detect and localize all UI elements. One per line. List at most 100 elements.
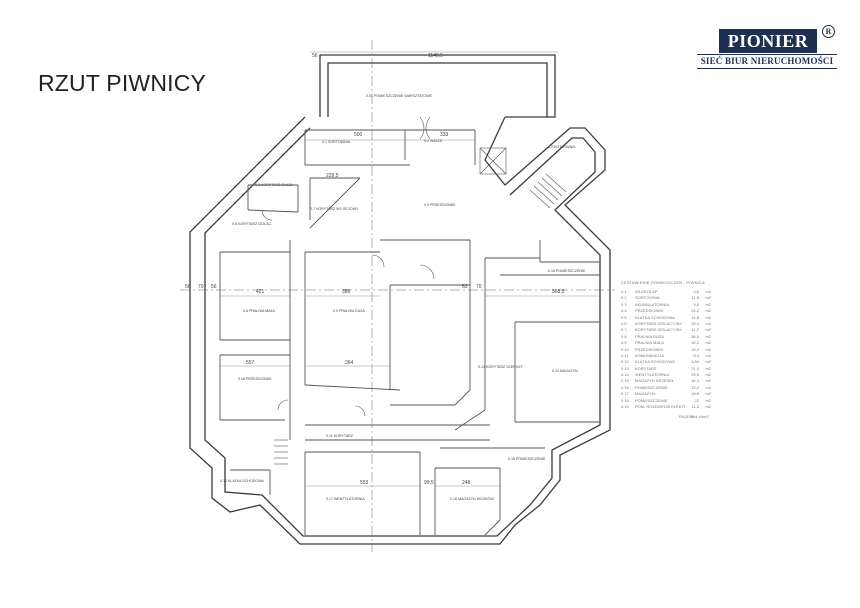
- outer-walls: [189, 54, 611, 545]
- legend-area-unit: m2: [705, 289, 711, 294]
- legend-room-area: 18,3: [691, 346, 699, 352]
- room-label: 0.5 PRZEDSIONEK: [424, 203, 456, 207]
- legend-room-area: 18,6: [691, 391, 699, 397]
- interior-walls: [219, 129, 600, 536]
- legend-room-name: KLATKA SCHODOWA: [635, 314, 675, 320]
- legend-room-number: 0.10: [621, 346, 629, 352]
- room-label: 0.7 KORYTARZ WYJŚCIOWY: [310, 206, 359, 211]
- legend-room-area: 21,4: [691, 365, 699, 371]
- legend-area-unit: m2: [705, 372, 711, 378]
- legend-total-label: RAZEM: [679, 414, 693, 420]
- legend-room-number: 0.17: [621, 391, 629, 397]
- registered-mark-icon: R: [822, 25, 835, 38]
- dim-label: 364: [345, 360, 354, 366]
- legend-room-area: 6,4: [693, 352, 699, 358]
- room-label: 0.15 POMIESZCZENIE: [508, 457, 546, 461]
- legend-room-area: 5,9: [693, 301, 699, 307]
- page-title: RZUT PIWNICY: [38, 70, 207, 96]
- legend-room-name: KLATKA SCHODOWA: [635, 359, 675, 365]
- legend-area-unit: m2: [705, 340, 711, 346]
- legend-area-unit: m2: [705, 346, 711, 352]
- legend-room-name: SORTOWNIA: [635, 295, 660, 301]
- legend-room-name: PRZEDSIONEK: [635, 346, 664, 352]
- legend-area-unit: m2: [705, 378, 711, 384]
- room-label: 0.17 WENTYLATORNIA: [326, 497, 365, 501]
- legend-room-name: KORYTARZ IZOLACYJNY: [635, 327, 683, 333]
- legend-room-number: 0.6: [621, 320, 627, 326]
- dim-label: 1140,5: [428, 53, 443, 59]
- wall-outer-outline: [189, 116, 611, 545]
- legend-room-name: WŁOKOLAP: [635, 289, 658, 294]
- legend-total-value: 264,44: [690, 414, 703, 420]
- room-label: 0.14 MAGAZYN: [552, 369, 578, 373]
- legend-room-number: 0.18: [621, 397, 629, 403]
- legend-area-unit: m2: [705, 320, 711, 326]
- room-labels: 0.01 POMIESZCZENIE WARSZTATOWE 0.2 WJAZD…: [220, 94, 586, 501]
- legend-room-area: 3,84: [691, 359, 699, 365]
- legend-area-unit: m2: [705, 384, 711, 390]
- legend-room-name: KOMUNIKACJA: [635, 352, 664, 358]
- legend-area-unit: m2: [705, 327, 711, 333]
- legend-room-name: KORYTARZ IZOLACYJNY: [635, 320, 683, 326]
- legend-room-name: MAGAZYN: [635, 391, 655, 397]
- dim-label: 56: [312, 53, 318, 59]
- legend-area-unit: m2: [705, 314, 711, 320]
- dim-label: 229,5: [326, 173, 339, 179]
- dimension-lines: [220, 51, 600, 487]
- dim-label: 248: [462, 480, 471, 486]
- logo-wordmark: PIONIER: [719, 29, 817, 53]
- room-label: 0.1 SORTOWNIA: [322, 140, 351, 144]
- legend-room-area: 36,5: [691, 333, 699, 339]
- dim-label: 99,5: [424, 480, 434, 486]
- dim-label: 557: [246, 360, 255, 366]
- dim-label: 70: [198, 284, 204, 290]
- legend-room-number: 0.14: [621, 372, 629, 378]
- dim-label: 56: [211, 284, 217, 290]
- legend-room-name: POMIESZCZENIE: [635, 384, 668, 390]
- legend-room-number: 0.3: [621, 301, 627, 307]
- dim-label: 421: [256, 289, 265, 295]
- dim-label: 386: [342, 289, 351, 295]
- legend-room-area: 18,3: [691, 378, 699, 384]
- room-label: 0.6 KORYTARZ IZOLAC.: [232, 222, 272, 226]
- legend-room-number: 0.12: [621, 359, 629, 365]
- legend-room-name: POMIESZCZENIE: [635, 397, 668, 403]
- legend-room-number: 0.11: [621, 352, 629, 358]
- dim-label: 333: [440, 132, 449, 138]
- legend-room-area: 24,2: [691, 308, 699, 314]
- room-label: 0.2 KOTŁOWNIA: [548, 145, 576, 149]
- legend-area-unit: m2: [705, 308, 711, 314]
- legend-room-name: AKUMULATORNIA: [635, 301, 670, 307]
- room-label: 0.16 PRZEDSIONEK: [238, 377, 272, 381]
- company-logo: PIONIER R SIEĆ BIUR NIERUCHOMOŚCI: [697, 25, 837, 73]
- legend-room-area: 12,2: [691, 384, 699, 390]
- room-label: 0.2 WJAZD: [424, 139, 443, 143]
- legend-area-unit: m2: [705, 365, 711, 371]
- legend-room-name: WENTYLATORNIA: [635, 372, 670, 378]
- legend-room-name: PRALNIA DUŻA: [635, 333, 664, 339]
- legend-total-unit: m2: [703, 414, 709, 420]
- room-label: 0.12 KLATKA SCHODOWA: [220, 479, 264, 483]
- legend-room-area: 16,3: [691, 340, 699, 346]
- legend-room-area: 22: [694, 397, 699, 403]
- legend-title: ZESTAWIENIE POMIESZCZEŃ - PIWNICA: [621, 280, 705, 285]
- legend-room-area: 14,8: [691, 314, 699, 320]
- legend-room-number: 0.15: [621, 378, 629, 384]
- wall-top-block-inner: [327, 62, 548, 117]
- legend-room-area: 11,8: [691, 295, 700, 301]
- legend-room-area: 4,8: [693, 289, 699, 294]
- legend-room-name: PRZEDSIONEK: [635, 308, 664, 314]
